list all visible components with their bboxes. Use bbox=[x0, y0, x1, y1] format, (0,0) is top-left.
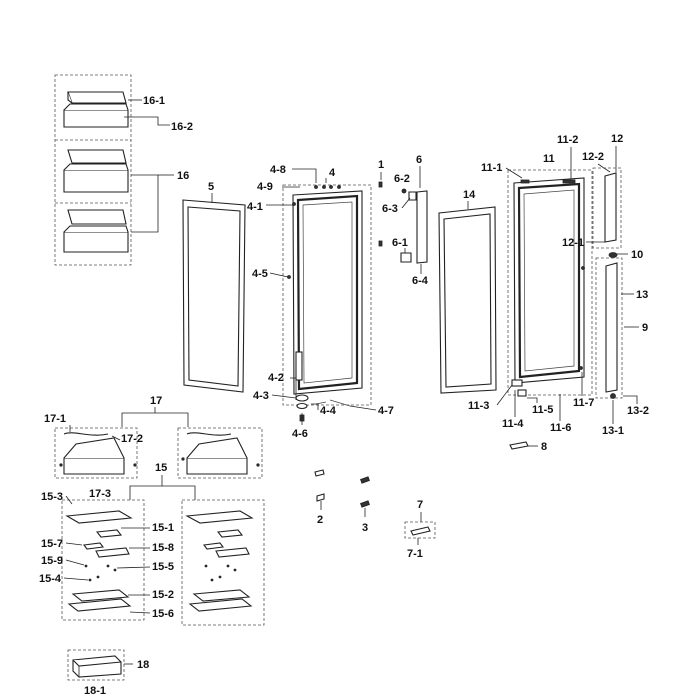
label-17-1: 17-1 bbox=[44, 413, 66, 425]
label-7-1: 7-1 bbox=[407, 548, 423, 560]
label-11-7: 11-7 bbox=[573, 397, 594, 409]
label-3: 3 bbox=[362, 522, 368, 534]
label-13-1: 13-1 bbox=[602, 425, 624, 437]
bin-16-frame bbox=[54, 74, 132, 266]
label-12-1: 12-1 bbox=[562, 237, 584, 249]
label-18-1: 18-1 bbox=[84, 685, 106, 697]
label-16-2: 16-2 bbox=[171, 121, 193, 133]
label-16-1: 16-1 bbox=[143, 95, 165, 107]
label-12: 12 bbox=[611, 133, 623, 145]
part-8: 8 bbox=[509, 441, 547, 453]
label-7: 7 bbox=[417, 499, 423, 511]
label-9: 9 bbox=[642, 322, 648, 334]
label-12-2: 12-2 bbox=[582, 151, 604, 163]
label-18: 18 bbox=[137, 659, 149, 671]
label-4-3: 4-3 bbox=[253, 390, 269, 402]
door-bin-group-16: 16-1 16-2 16 bbox=[54, 74, 193, 266]
label-15-5: 15-5 bbox=[152, 561, 174, 573]
label-4: 4 bbox=[329, 167, 336, 179]
label-11-1: 11-1 bbox=[481, 162, 502, 174]
label-15-7: 15-7 bbox=[41, 538, 63, 550]
label-4-8: 4-8 bbox=[270, 164, 286, 176]
door-gasket-14: 14 bbox=[438, 189, 497, 394]
hinge-group-6: 1 6 6-2 6-3 6-1 6-4 bbox=[378, 154, 429, 287]
label-15: 15 bbox=[155, 462, 167, 474]
label-4-1: 4-1 bbox=[247, 201, 263, 213]
label-11-5: 11-5 bbox=[532, 404, 553, 416]
door-assembly-4: 4-8 4 4-9 4-1 4-5 4-2 4-3 4-4 4-7 4-6 bbox=[247, 164, 394, 440]
label-5: 5 bbox=[208, 181, 214, 193]
label-4-5: 4-5 bbox=[252, 268, 268, 280]
label-15-2: 15-2 bbox=[152, 589, 174, 601]
label-11-2: 11-2 bbox=[557, 134, 578, 146]
label-11-6: 11-6 bbox=[550, 422, 571, 434]
label-4-4: 4-4 bbox=[320, 405, 337, 417]
drawer-group-15: 15 15-3 15-1 15-7 15-8 bbox=[39, 462, 265, 626]
label-10: 10 bbox=[631, 249, 643, 261]
door-gasket-5: 5 bbox=[182, 181, 246, 393]
label-8: 8 bbox=[541, 441, 547, 453]
bin-16-2-part bbox=[63, 149, 129, 193]
label-16: 16 bbox=[177, 170, 189, 182]
label-11-3: 11-3 bbox=[468, 400, 489, 412]
bin-group-17: 17 17-1 17-2 17-3 bbox=[44, 395, 263, 500]
label-4-7: 4-7 bbox=[378, 405, 394, 417]
label-4-2: 4-2 bbox=[268, 372, 284, 384]
label-15-8: 15-8 bbox=[152, 542, 174, 554]
label-2: 2 bbox=[317, 514, 323, 526]
bin-16-3-part bbox=[63, 209, 129, 253]
parts-2-3: 2 3 bbox=[314, 469, 370, 534]
label-6-4: 6-4 bbox=[412, 275, 429, 287]
label-13-2: 13-2 bbox=[627, 405, 649, 417]
label-14: 14 bbox=[463, 189, 476, 201]
part-group-7: 7 7-1 bbox=[404, 499, 436, 560]
label-17: 17 bbox=[150, 395, 162, 407]
label-13: 13 bbox=[636, 289, 648, 301]
label-15-9: 15-9 bbox=[41, 555, 63, 567]
bin-16-1-part bbox=[63, 91, 129, 128]
label-15-3: 15-3 bbox=[41, 491, 63, 503]
label-1: 1 bbox=[378, 159, 384, 171]
door-assembly-11: 11-1 11 11-2 11-3 11-4 11-5 11-6 11-7 bbox=[468, 134, 594, 434]
label-15-6: 15-6 bbox=[152, 608, 174, 620]
label-6-3: 6-3 bbox=[382, 203, 398, 215]
label-17-2: 17-2 bbox=[121, 433, 143, 445]
label-11: 11 bbox=[543, 153, 555, 165]
label-15-4: 15-4 bbox=[39, 573, 62, 585]
label-6-1: 6-1 bbox=[392, 237, 408, 249]
label-11-4: 11-4 bbox=[502, 418, 524, 430]
bin-group-18: 18 18-1 bbox=[67, 649, 149, 697]
label-4-9: 4-9 bbox=[257, 181, 273, 193]
label-4-6: 4-6 bbox=[292, 428, 308, 440]
label-6: 6 bbox=[416, 154, 422, 166]
label-15-1: 15-1 bbox=[152, 522, 174, 534]
label-17-3: 17-3 bbox=[89, 488, 111, 500]
door-handle-group-12-13: 12 12-2 12-1 10 13 9 13-2 13-1 bbox=[562, 133, 649, 437]
label-6-2: 6-2 bbox=[394, 173, 410, 185]
